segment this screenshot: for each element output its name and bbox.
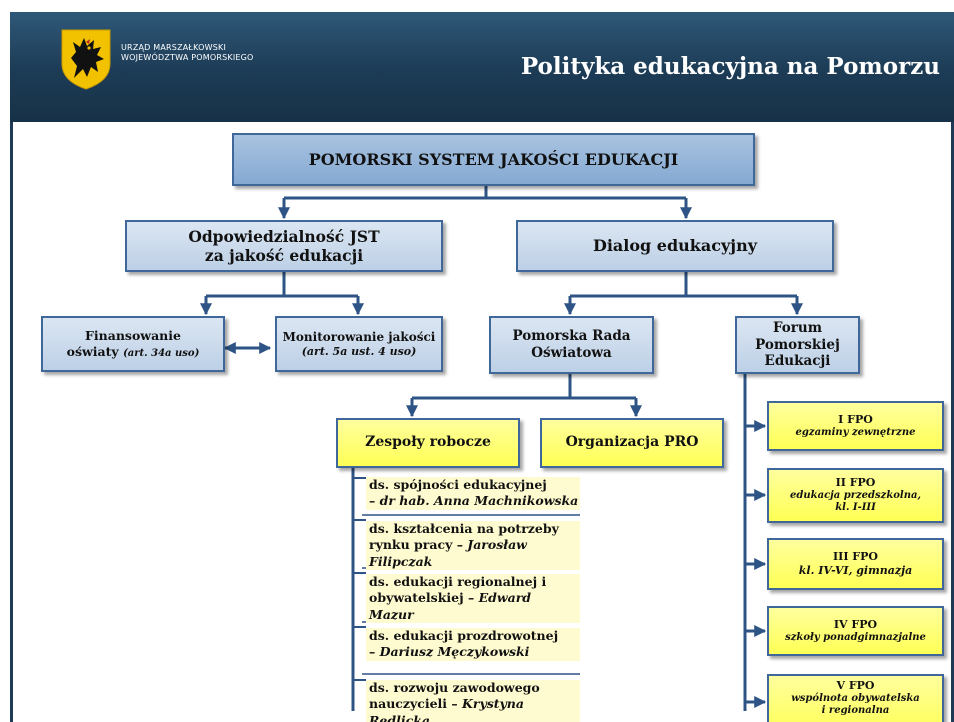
monitorowanie-ref: (art. 5a ust. 4 uso) — [301, 344, 417, 358]
team-2-prefix: rynku pracy – — [369, 537, 468, 553]
team-spojnosci: ds. spójności edukacyjnej – dr hab. Anna… — [366, 477, 580, 510]
fpo-1: I FPO egzaminy zewnętrzne — [767, 401, 944, 451]
frame-border-right — [951, 122, 954, 722]
team-4-line1: ds. edukacji prozdrowotnej — [369, 628, 559, 643]
team-3-prefix: obywatelskiej – — [369, 590, 479, 606]
fpo-5-desc2: i regionalna — [821, 705, 890, 717]
root-node-pomorski-system: POMORSKI SYSTEM JAKOŚCI EDUKACJI — [232, 133, 755, 186]
team-3-person: Edward Mazur — [369, 590, 532, 622]
team-3-line2: obywatelskiej – Edward Mazur — [369, 590, 580, 623]
node-monitorowanie: Monitorowanie jakości (art. 5a ust. 4 us… — [275, 316, 443, 372]
team-5-line2: nauczycieli – Krystyna Redlicka — [369, 696, 580, 722]
connector-jst-split — [206, 272, 358, 298]
team-5-line1: ds. rozwoju zawodowego — [369, 680, 540, 695]
dialog-label: Dialog edukacyjny — [592, 236, 758, 255]
team-1-person: dr hab. Anna Machnikowska — [379, 493, 579, 509]
fpo-2-title: II FPO — [835, 476, 876, 490]
fpo-1-desc1: egzaminy zewnętrzne — [795, 426, 916, 438]
node-zespoly-robocze: Zespoły robocze — [336, 418, 520, 468]
fpo-3-desc1: kl. IV-VI, gimnazja — [798, 564, 913, 577]
team-1-line2: – dr hab. Anna Machnikowska — [369, 493, 580, 509]
team-1-line1: ds. spójności edukacyjnej — [369, 477, 547, 492]
node-forum-pomorskiej: Forum Pomorskiej Edukacji — [735, 316, 860, 374]
fpo-5-title: V FPO — [836, 679, 875, 692]
team-1-prefix: – — [369, 493, 380, 509]
root-node-label: POMORSKI SYSTEM JAKOŚCI EDUKACJI — [308, 149, 679, 169]
fpo-1-title: I FPO — [838, 412, 873, 426]
finansowanie-ref: (art. 34a uso) — [123, 347, 200, 359]
page-title: Polityka edukacyjna na Pomorzu — [520, 53, 940, 80]
team-edukacji-regionalnej: ds. edukacji regionalnej i obywatelskiej… — [366, 574, 580, 623]
node-jst-responsibility: Odpowiedzialność JST za jakość edukacji — [125, 220, 443, 272]
connector-rada-split — [412, 374, 636, 400]
org-name-line1: URZĄD MARSZAŁKOWSKI — [121, 43, 227, 52]
organizacja-label: Organizacja PRO — [565, 434, 699, 451]
team-4-person: Dariusz Męczykowski — [379, 644, 530, 660]
team-rozwoju-zawodowego: ds. rozwoju zawodowego nauczycieli – Kry… — [366, 680, 580, 722]
connector-dialog-split — [570, 272, 797, 298]
node-organizacja-pro: Organizacja PRO — [540, 418, 724, 468]
node-pomorska-rada: Pomorska Rada Oświatowa — [489, 316, 654, 374]
monitorowanie-line1: Monitorowanie jakości — [282, 329, 436, 344]
team-2-person: Jarosław Filipczak — [369, 537, 527, 569]
fpo-2: II FPO edukacja przedszkolna, kl. I-III — [767, 468, 944, 523]
forum-line2: Edukacji — [764, 353, 831, 370]
team-3-line1: ds. edukacji regionalnej i — [369, 574, 547, 589]
fpo-4-desc1: szkoły ponadgimnazjalne — [785, 631, 926, 643]
team-2-line1: ds. kształcenia na potrzeby — [369, 521, 559, 536]
forum-line1: Forum Pomorskiej — [755, 319, 840, 353]
jst-line1: Odpowiedzialność JST — [188, 226, 380, 246]
fpo-5-desc1: wspólnota obywatelska — [791, 692, 920, 704]
finansowanie-line2: oświaty — [66, 343, 119, 359]
team-prozdrowotnej: ds. edukacji prozdrowotnej – Dariusz Męc… — [366, 628, 580, 661]
fpo-5: V FPO wspólnota obywatelska i regionalna — [767, 674, 944, 722]
team-4-prefix: – — [369, 644, 380, 660]
team-5-person: Krystyna Redlicka — [369, 696, 524, 722]
rada-line2: Oświatowa — [531, 345, 612, 361]
org-name-line2: WOJEWÓDZTWA POMORSKIEGO — [121, 53, 254, 62]
pomeranian-griffin-logo — [61, 29, 111, 90]
node-finansowanie: Finansowanie oświaty (art. 34a uso) — [41, 316, 225, 372]
team-5-prefix: nauczycieli – — [369, 696, 463, 712]
fpo-3-title: III FPO — [833, 550, 878, 564]
team-2-line2: rynku pracy – Jarosław Filipczak — [369, 537, 580, 570]
frame-border-left — [10, 122, 13, 722]
node-dialog-edukacyjny: Dialog edukacyjny — [516, 220, 834, 272]
header-bar: URZĄD MARSZAŁKOWSKI WOJEWÓDZTWA POMORSKI… — [10, 12, 954, 122]
finansowanie-line1: Finansowanie — [85, 327, 181, 343]
fpo-2-desc1: edukacja przedszkolna, — [790, 489, 921, 501]
finansowanie-line2-wrap: oświaty (art. 34a uso) — [67, 344, 200, 361]
team-ksztalcenia: ds. kształcenia na potrzeby rynku pracy … — [366, 521, 580, 570]
zespoly-label: Zespoły robocze — [365, 434, 491, 451]
fpo-3: III FPO kl. IV-VI, gimnazja — [767, 538, 944, 590]
connector-root-split — [284, 186, 686, 200]
fpo-4-title: IV FPO — [833, 617, 878, 631]
fpo-4: IV FPO szkoły ponadgimnazjalne — [767, 606, 944, 656]
jst-line2: za jakość edukacji — [204, 246, 364, 265]
fpo-2-desc2: kl. I-III — [835, 502, 876, 514]
rada-line1: Pomorska Rada — [512, 328, 631, 345]
team-4-line2: – Dariusz Męczykowski — [369, 644, 580, 660]
